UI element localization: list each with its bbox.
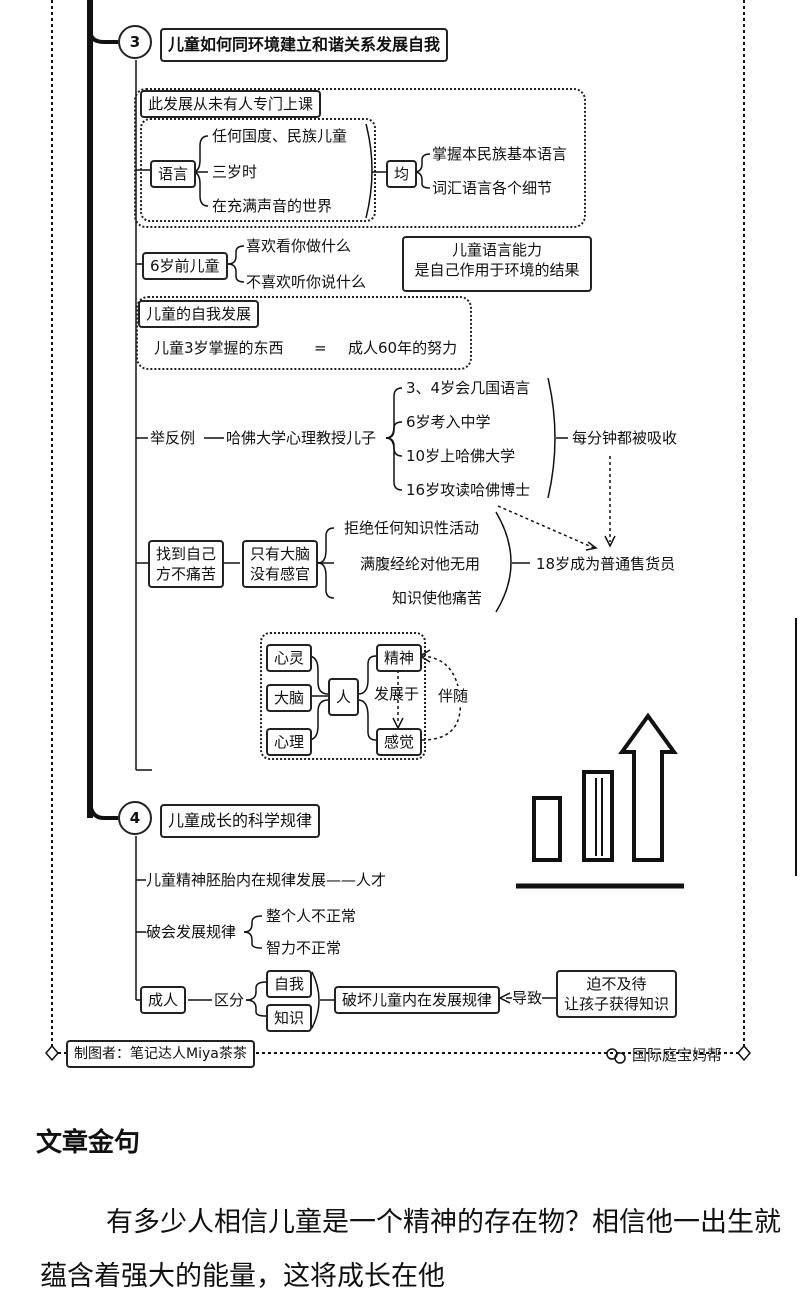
- article-paragraph: 有多少人相信儿童是一个精神的存在物？相信他一出生就蕴含着强大的能量，这将成长在他: [40, 1207, 781, 1292]
- adult-diff: 区分: [214, 991, 245, 1009]
- person-left-2: 大脑: [266, 684, 313, 712]
- person-top: 精神: [376, 644, 423, 672]
- article-heading: 文章金句: [36, 1128, 141, 1158]
- find-self-box: 找到自己 方不痛苦: [148, 540, 225, 588]
- person-accompany: 伴随: [438, 686, 469, 706]
- author-credit: 制图者：笔记达人Miya茶茶: [66, 1040, 255, 1068]
- example-subject: 哈佛大学心理教授儿子: [226, 429, 377, 447]
- language-result-2: 词汇语言各个细节: [432, 179, 553, 197]
- outcome-result: 18岁成为普通售货员: [536, 555, 676, 573]
- adult-label: 成人: [140, 986, 187, 1014]
- section3-number-badge: 3: [118, 25, 152, 59]
- section4-title: 儿童成长的科学规律: [160, 804, 321, 838]
- person-left-3: 心理: [266, 728, 313, 756]
- section4-line1: 儿童精神胚胎内在规律发展——人才: [146, 871, 387, 889]
- reason-3: 知识使他痛苦: [392, 589, 483, 607]
- language-group-frame: [134, 88, 586, 228]
- language-result-1: 掌握本民族基本语言: [432, 145, 568, 163]
- destroy-law-box: 破坏儿童内在发展规律: [334, 986, 501, 1014]
- example-item-3: 10岁上哈佛大学: [406, 447, 516, 465]
- language-junction: 均: [386, 160, 418, 188]
- self-dev-right: 成人60年的努力: [348, 339, 458, 357]
- self-dev-left: 儿童3岁掌握的东西: [154, 339, 284, 357]
- mindmap-connectors: [45, 0, 797, 1064]
- section3-title: 儿童如何同环境建立和谐关系发展自我: [160, 28, 449, 62]
- find-self-line-2: 方不痛苦: [156, 565, 217, 583]
- language-item-2: 三岁时: [212, 163, 258, 181]
- eager-line-2: 让孩子获得知识: [564, 995, 670, 1013]
- example-absorb: 每分钟都被吸收: [572, 429, 678, 447]
- section4-number: 4: [129, 809, 141, 827]
- eager-box: 迫不及待 让孩子获得知识: [556, 970, 678, 1018]
- language-item-3: 在充满声音的世界: [212, 197, 333, 215]
- destroy-item-1: 整个人不正常: [266, 907, 357, 925]
- language-label: 语言: [150, 160, 197, 188]
- section3-number: 3: [129, 33, 141, 51]
- language-item-1: 任何国度、民族儿童: [212, 127, 348, 145]
- destroy-label: 破会发展规律: [146, 923, 237, 941]
- note-no-lessons: 此发展从未有人专门上课: [140, 90, 322, 118]
- cause-label: 导致: [512, 988, 543, 1008]
- example-item-2: 6岁考入中学: [406, 413, 491, 431]
- brain-only-box: 只有大脑 没有感官: [242, 540, 319, 588]
- self-dev-label: 儿童的自我发展: [138, 300, 260, 328]
- person-bottom: 感觉: [376, 728, 423, 756]
- example-label: 举反例: [150, 429, 196, 447]
- reason-1: 拒绝任何知识性活动: [344, 519, 480, 537]
- example-item-1: 3、4岁会几国语言: [406, 379, 531, 397]
- self-dev-frame: [136, 296, 472, 370]
- adult-item-2: 知识: [266, 1004, 313, 1032]
- reason-2: 满腹经纶对他无用: [360, 555, 481, 573]
- adult-item-1: 自我: [266, 970, 313, 998]
- person-center: 人: [328, 678, 360, 716]
- section4-number-badge: 4: [118, 801, 152, 835]
- person-diagram-frame: [260, 632, 426, 760]
- eager-line-1: 迫不及待: [586, 975, 647, 993]
- under6-item-1: 喜欢看你做什么: [246, 237, 352, 255]
- language-items-frame: [140, 118, 376, 222]
- destroy-item-2: 智力不正常: [266, 939, 342, 957]
- find-self-line-1: 找到自己: [156, 545, 217, 563]
- language-ability-callout: 儿童语言能力 是自己作用于环境的结果: [402, 236, 592, 292]
- self-dev-eq: =: [314, 339, 327, 357]
- under6-item-2: 不喜欢听你说什么: [246, 273, 367, 291]
- person-left-1: 心灵: [266, 644, 313, 672]
- brain-only-line-2: 没有感官: [250, 565, 311, 583]
- under6-label: 6岁前儿童: [142, 252, 228, 280]
- callout-line-1: 儿童语言能力: [451, 241, 542, 259]
- example-item-4: 16岁攻读哈佛博士: [406, 481, 531, 499]
- brain-only-line-1: 只有大脑: [250, 545, 311, 563]
- watermark: 国际庭宝妈帮: [632, 1046, 723, 1064]
- person-mid: 发展于: [374, 685, 420, 703]
- callout-line-2: 是自己作用于环境的结果: [414, 261, 580, 279]
